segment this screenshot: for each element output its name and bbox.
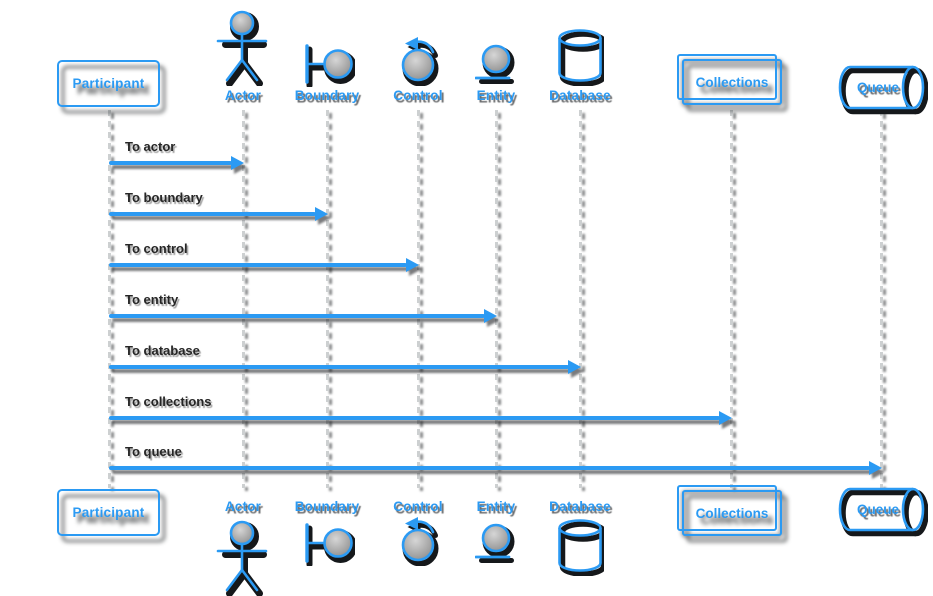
- message-arrow-to-database: [109, 360, 581, 374]
- boundary-icon: [299, 41, 357, 92]
- database-label-top: Database: [549, 88, 611, 103]
- actor-icon: [216, 516, 270, 596]
- collections-back-rect: [677, 485, 777, 531]
- lifeline-boundary: [325, 110, 329, 488]
- database-icon: [556, 518, 607, 581]
- lifeline-collections: [729, 110, 733, 488]
- actor-label-top: Actor: [224, 88, 262, 103]
- actor-label-bottom: Actor: [224, 499, 262, 514]
- message-arrow-to-collections: [109, 411, 732, 425]
- entity-label-top: Entity: [476, 88, 516, 103]
- entity-label-bottom: Entity: [476, 499, 516, 514]
- lifeline-entity: [494, 110, 498, 488]
- boundary-label-bottom: Boundary: [294, 499, 360, 514]
- actor-icon: [216, 6, 270, 91]
- control-icon: [394, 514, 442, 571]
- message-label: To collections: [125, 394, 212, 409]
- message-arrow-to-queue: [109, 461, 882, 475]
- message-arrow-to-entity: [109, 309, 497, 323]
- participant-label: Participant: [72, 505, 145, 520]
- control-icon: [394, 34, 442, 91]
- queue-icon-bottom: Queue: [838, 485, 929, 542]
- message-label: To actor: [125, 139, 176, 154]
- lifeline-queue: [879, 110, 883, 488]
- database-label-bottom: Database: [549, 499, 611, 514]
- collections-box-top: Collections: [677, 54, 782, 105]
- control-label-bottom: Control: [393, 499, 443, 514]
- lifeline-actor: [241, 110, 245, 488]
- message-arrow-to-boundary: [109, 207, 328, 221]
- participant-label: Participant: [72, 76, 145, 91]
- control-label-top: Control: [393, 88, 443, 103]
- database-icon: [556, 28, 607, 91]
- collections-box-bottom: Collections: [677, 485, 782, 536]
- boundary-icon: [299, 520, 357, 571]
- collections-label: Collections: [695, 505, 769, 521]
- participant-box-top: Participant: [57, 60, 160, 107]
- participant-box-bottom: Participant: [57, 489, 160, 536]
- lifeline-control: [416, 110, 420, 488]
- collections-back-rect: [677, 54, 777, 100]
- message-arrow-to-actor: [109, 156, 244, 170]
- queue-icon-top: Queue: [838, 63, 929, 120]
- queue-label-bottom: Queue: [856, 502, 899, 517]
- collections-front-rect: Collections: [682, 59, 782, 105]
- entity-icon: [474, 521, 517, 572]
- message-label: To queue: [125, 444, 182, 459]
- lifeline-database: [578, 110, 582, 488]
- message-label: To control: [125, 241, 188, 256]
- message-label: To entity: [125, 292, 179, 307]
- collections-front-rect: Collections: [682, 490, 782, 536]
- entity-icon: [474, 42, 517, 93]
- message-label: To database: [125, 343, 200, 358]
- queue-label-top: Queue: [856, 80, 899, 95]
- message-label: To boundary: [125, 190, 203, 205]
- collections-label: Collections: [695, 74, 769, 90]
- message-arrow-to-control: [109, 258, 419, 272]
- boundary-label-top: Boundary: [294, 88, 360, 103]
- lifeline-participant: [107, 110, 111, 488]
